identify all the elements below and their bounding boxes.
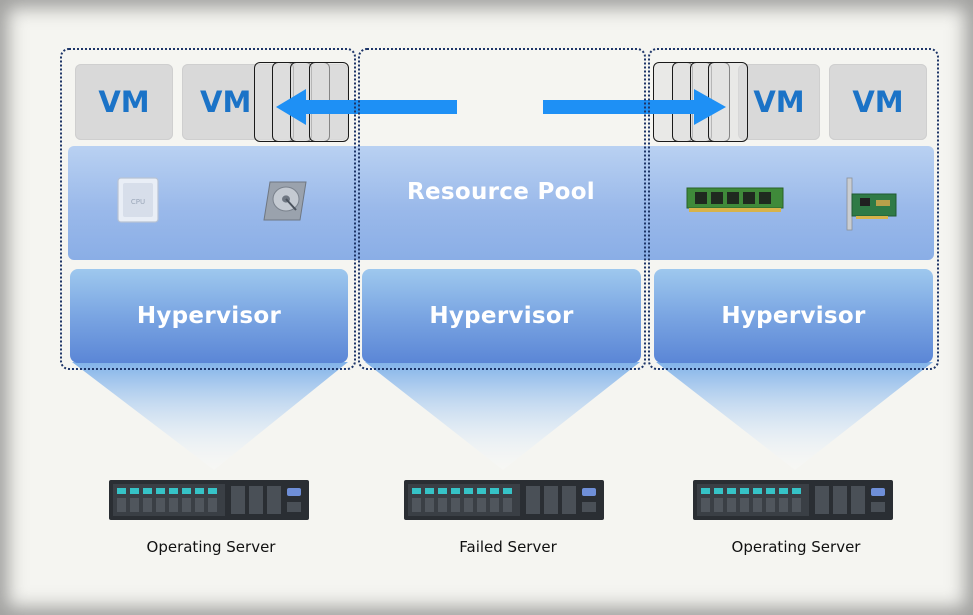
beam-right <box>656 362 933 470</box>
hypervisor-label: Hypervisor <box>136 303 282 329</box>
vm-label: VM <box>852 85 904 119</box>
server-icon <box>109 480 309 520</box>
arrow-right-icon <box>543 89 726 125</box>
cluster-boundary-middle <box>358 48 646 370</box>
cpu-icon: CPU <box>117 177 159 223</box>
vm-box-3[interactable]: VM <box>738 64 820 140</box>
beam-left <box>72 362 348 470</box>
server-label-left: Operating Server <box>146 538 276 556</box>
vm-box-4[interactable]: VM <box>829 64 927 140</box>
resource-pool-label: Resource Pool <box>406 179 595 205</box>
hard-disk-icon <box>263 181 307 221</box>
network-card-icon <box>846 177 897 231</box>
arrow-left-icon <box>276 89 457 125</box>
vm-label: VM <box>753 85 805 119</box>
cluster-boundary-right <box>648 48 939 370</box>
server-icon <box>693 480 893 520</box>
hypervisor-middle: Hypervisor <box>362 269 641 363</box>
memory-module-icon <box>686 187 784 212</box>
resource-pool: Resource Pool CPU <box>68 146 934 260</box>
server-icon <box>404 480 604 520</box>
svg-text:CPU: CPU <box>131 198 145 206</box>
hypervisor-left: Hypervisor <box>70 269 348 363</box>
cluster-boundary-left <box>60 48 356 370</box>
hypervisor-label: Hypervisor <box>429 303 574 329</box>
hypervisor-label: Hypervisor <box>721 303 866 329</box>
vm-label: VM <box>98 85 150 119</box>
vm-label: VM <box>200 85 252 119</box>
server-label-middle: Failed Server <box>459 538 557 556</box>
vm-box-1[interactable]: VM <box>75 64 173 140</box>
server-label-right: Operating Server <box>731 538 861 556</box>
hypervisor-right: Hypervisor <box>654 269 933 363</box>
beam-middle <box>365 362 640 470</box>
